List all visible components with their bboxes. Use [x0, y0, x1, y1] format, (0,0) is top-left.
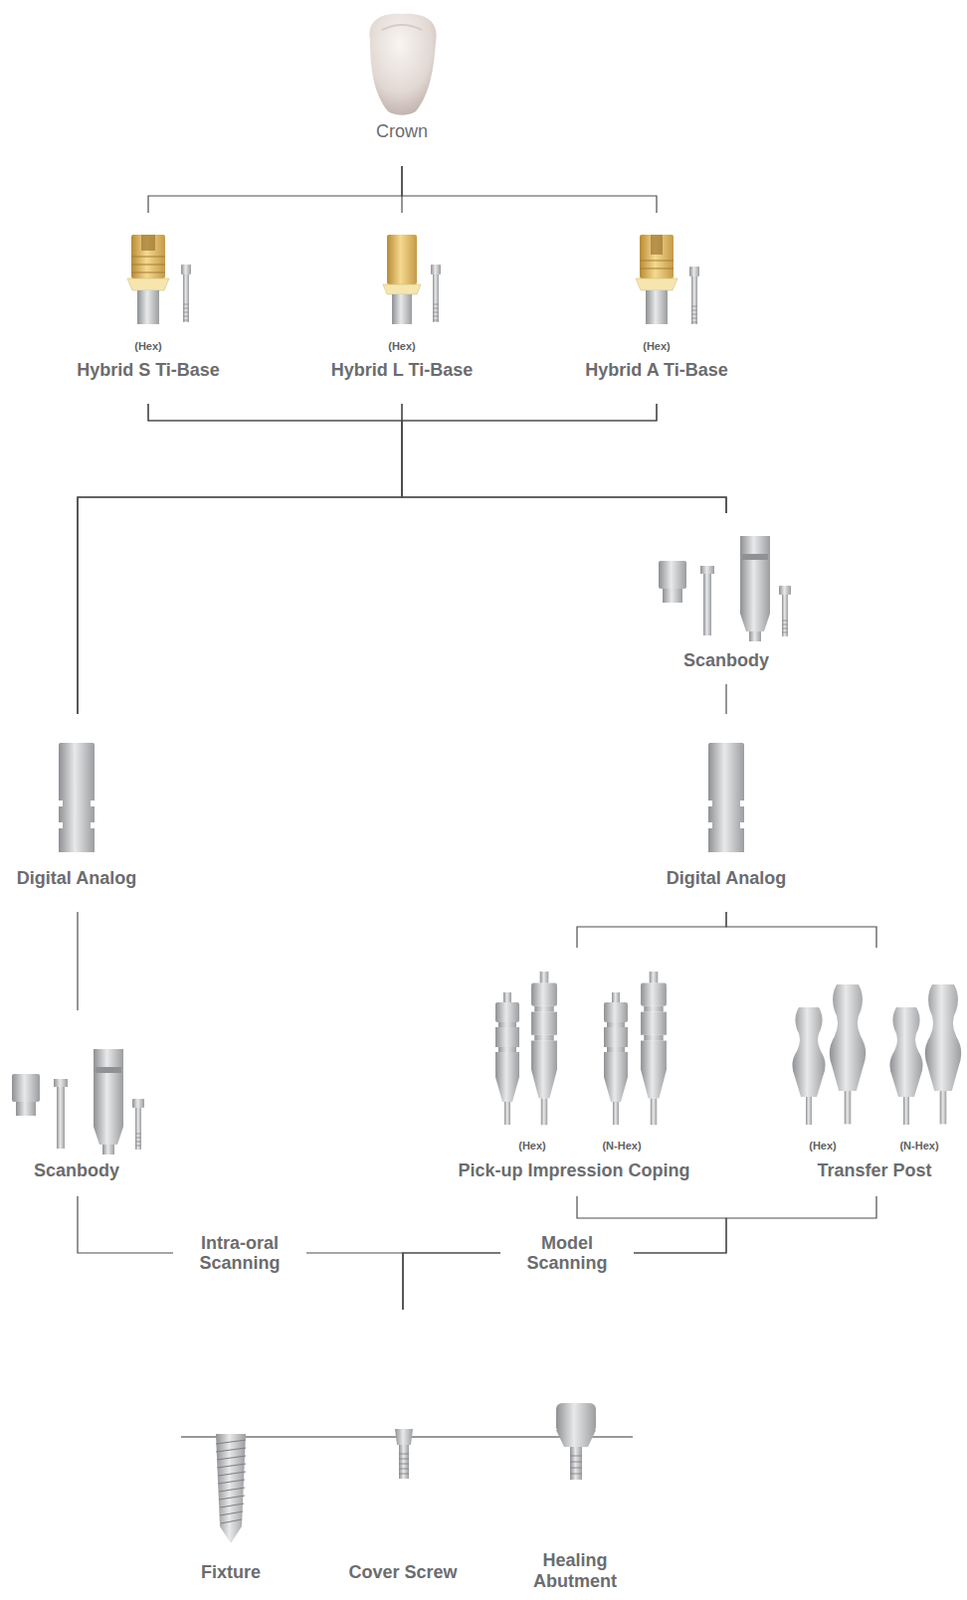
component-label: Cover Screw [348, 1562, 457, 1584]
component-label: Digital Analog [16, 868, 137, 890]
tree-connector [401, 403, 727, 514]
component-group: Fixture [198, 1432, 263, 1590]
tree-connector [77, 403, 402, 715]
coping-image [495, 992, 520, 1126]
tree-connector [77, 403, 402, 715]
coping-image [531, 971, 558, 1126]
variant-tag: (N-Hex) [899, 1139, 939, 1154]
variant-tag: (Hex) [642, 339, 671, 354]
tree-connector [148, 403, 727, 514]
component-label: Pick-up Impression Coping [457, 1160, 690, 1182]
component-group: Cover Screw [346, 1310, 459, 1590]
component-group: (Hex) (N-Hex) Transfer Post [791, 948, 958, 1197]
variant-tag: (N-Hex) [601, 1139, 641, 1154]
component-label: Healing Abutment [520, 1550, 630, 1593]
transfer-post-image [791, 1007, 825, 1126]
tree-connector [77, 1196, 403, 1311]
ti-base-image [127, 234, 192, 325]
tree-connector [148, 166, 402, 213]
edge-label: Model Scanning [500, 1233, 634, 1274]
variant-tag: (Hex) [518, 1139, 547, 1154]
variant-tag: (Hex) [134, 339, 163, 354]
component-group: Digital Analog [664, 714, 788, 913]
component-group: Scanbody [658, 513, 798, 685]
transfer-post-image [889, 1007, 923, 1126]
component-label: Digital Analog [666, 868, 786, 890]
tree-connector [401, 403, 727, 514]
component-group: Scanbody [9, 1010, 154, 1197]
tree-connector [401, 166, 657, 213]
crown-image [369, 13, 436, 116]
analog-image [708, 743, 745, 853]
component-group: Digital Analog [14, 714, 139, 913]
tree-connector [725, 684, 727, 715]
fixture-image [215, 1434, 246, 1545]
tree-connector [726, 912, 877, 949]
edge-label: Intra-oral Scanning [173, 1233, 307, 1274]
coping-image [603, 992, 628, 1126]
ti-base-image [383, 234, 441, 325]
scanbody-image [658, 536, 791, 642]
component-group: Crown [360, 11, 444, 167]
component-label: Hybrid A Ti-Base [584, 360, 728, 382]
component-label: Scanbody [683, 650, 770, 672]
scanbody-image [11, 1049, 145, 1156]
component-label: Crown [376, 121, 428, 143]
component-label: Fixture [200, 1562, 261, 1584]
analog-image [58, 743, 95, 853]
component-group: Healing Abutment [518, 1401, 632, 1595]
variant-tag: (Hex) [808, 1139, 837, 1154]
transfer-post-image [829, 984, 866, 1125]
tree-connector [402, 1196, 877, 1311]
healing-abutment-image [556, 1403, 596, 1481]
component-label: Transfer Post [816, 1160, 932, 1182]
coping-image [640, 971, 667, 1126]
component-group: (Hex) Hybrid L Ti-Base [329, 212, 475, 404]
component-group: (Hex) Hybrid A Ti-Base [582, 212, 730, 404]
transfer-post-image [925, 984, 962, 1125]
component-group: (Hex) (N-Hex) Pick-up Impression Coping [455, 948, 692, 1197]
component-label: Scanbody [33, 1160, 120, 1182]
ti-base-image [635, 234, 700, 325]
tree-connector [77, 403, 657, 715]
component-group: (Hex) Hybrid S Ti-Base [74, 212, 222, 404]
component-label: Hybrid L Ti-Base [331, 360, 473, 382]
cover-screw-image [394, 1429, 413, 1480]
component-label: Hybrid S Ti-Base [76, 360, 220, 382]
tree-connector [577, 912, 727, 949]
variant-tag: (Hex) [387, 339, 416, 354]
tree-connector [76, 912, 78, 1011]
